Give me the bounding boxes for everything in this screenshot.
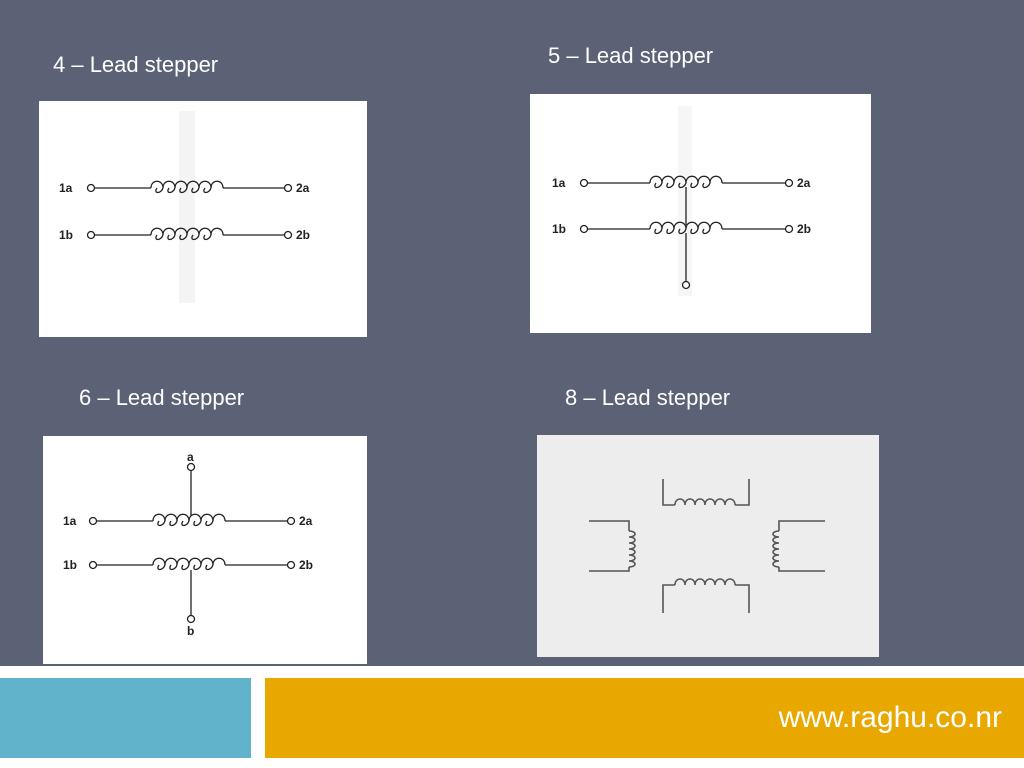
label-2a: 2a: [797, 176, 811, 190]
label-2b: 2b: [797, 222, 811, 236]
label-1b: 1b: [59, 228, 73, 242]
footer-blue-block: [0, 678, 251, 758]
label-1a: 1a: [552, 176, 566, 190]
title-5-lead-stepper: 5 – Lead stepper: [548, 43, 714, 68]
footer-gold-block: [265, 678, 1024, 758]
title-6-lead-stepper: 6 – Lead stepper: [79, 385, 245, 410]
label-1b: 1b: [552, 222, 566, 236]
label-2b: 2b: [299, 558, 313, 572]
label-2a: 2a: [296, 181, 310, 195]
label-2b: 2b: [296, 228, 310, 242]
diagram-6-lead: a 1a 2a 1b 2b b: [43, 436, 367, 664]
diagram-8-lead-svg: [589, 479, 825, 613]
footer-url[interactable]: www.raghu.co.nr: [778, 701, 1002, 734]
diagram-4-lead: 1a 2a 1b 2b: [39, 101, 367, 337]
label-a: a: [187, 450, 194, 464]
diagram-5-lead-svg: 1a 2a 1b 2b: [552, 106, 811, 296]
diagram-5-lead: 1a 2a 1b 2b: [530, 94, 871, 333]
title-4-lead-stepper: 4 – Lead stepper: [53, 52, 219, 77]
label-1a: 1a: [59, 181, 73, 195]
label-b: b: [187, 624, 194, 638]
label-2a: 2a: [299, 514, 313, 528]
label-1a: 1a: [63, 514, 77, 528]
label-1b: 1b: [63, 558, 77, 572]
footer-bottom-strip: [0, 758, 1024, 768]
diagram-8-lead: [537, 435, 879, 657]
diagram-4-lead-svg: 1a 2a 1b 2b: [59, 111, 310, 303]
title-8-lead-stepper: 8 – Lead stepper: [565, 385, 731, 410]
footer-gap: [251, 678, 265, 758]
diagram-6-lead-svg: a 1a 2a 1b 2b b: [63, 450, 313, 638]
footer-separator: [0, 666, 1024, 678]
